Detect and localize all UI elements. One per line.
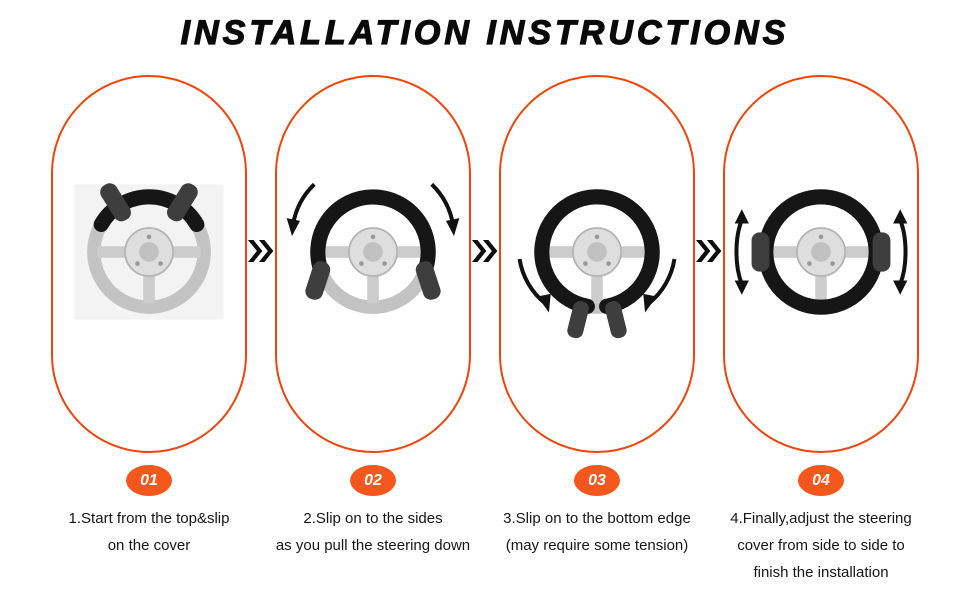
step-3-number-badge: 03 <box>574 465 620 496</box>
double-chevron-right-icon <box>248 240 274 262</box>
adjust-arrow-left <box>734 219 744 285</box>
step-number: 01 <box>140 471 158 489</box>
caption-line: 3.Slip on to the bottom edge <box>503 510 691 527</box>
caption-line: finish the installation <box>753 564 889 581</box>
cover-arc <box>93 189 205 232</box>
step-column-3: 03 3.Slip on to the bottom edge (may req… <box>498 75 696 559</box>
step-column-2: 02 2.Slip on to the sides as you pull th… <box>274 75 472 559</box>
step-separator-2 <box>472 240 498 262</box>
caption-line: cover from side to side to <box>737 537 905 554</box>
caption-line: as you pull the steering down <box>275 537 471 554</box>
steering-wheel-step-1-illustration <box>74 183 224 320</box>
step-2-frame <box>275 75 471 453</box>
step-4-frame <box>723 75 919 453</box>
step-1-number-badge: 01 <box>126 465 172 496</box>
caption-line: on the cover <box>107 537 191 554</box>
arrowhead <box>734 280 749 295</box>
double-chevron-right-icon <box>472 240 498 262</box>
caption-line: 4.Finally,adjust the steering <box>730 510 912 527</box>
step-number: 02 <box>364 471 382 489</box>
left-hand-icon <box>567 301 589 339</box>
arrowhead <box>537 293 551 313</box>
step-number: 03 <box>588 471 606 489</box>
cover-arc <box>534 189 660 314</box>
pull-down-arrow-left <box>290 182 316 226</box>
caption-line: (may require some tension) <box>505 537 689 554</box>
steering-wheel-step-2-illustration <box>286 182 460 314</box>
right-hand-icon <box>605 301 627 339</box>
left-hand-icon <box>305 261 331 300</box>
pull-down-arrow-right <box>430 182 456 226</box>
step-3-frame <box>499 75 695 453</box>
arrowhead <box>893 209 908 224</box>
step-2-number-badge: 02 <box>350 465 396 496</box>
step-2-caption: 2.Slip on to the sides as you pull the s… <box>252 505 494 559</box>
steering-wheel-step-3-illustration <box>517 189 677 339</box>
arrowhead <box>734 209 749 224</box>
step-4-caption: 4.Finally,adjust the steering cover from… <box>700 505 942 586</box>
step-1-frame <box>51 75 247 453</box>
cover-arc <box>310 189 436 279</box>
steering-wheel-step-4-illustration <box>734 189 908 315</box>
caption-line: 1.Start from the top&slip <box>68 510 230 527</box>
page-title: INSTALLATION INSTRUCTIONS <box>180 13 790 52</box>
step-number: 04 <box>812 471 830 489</box>
step-separator-3 <box>696 240 722 262</box>
right-hand-icon <box>872 232 891 272</box>
step-3-caption: 3.Slip on to the bottom edge (may requir… <box>476 505 718 559</box>
arrowhead <box>893 280 908 295</box>
arrowhead <box>445 218 460 236</box>
arrowhead <box>286 218 301 236</box>
adjust-arrow-right <box>898 219 908 285</box>
arrowhead <box>643 293 657 313</box>
right-hand-icon <box>415 261 441 300</box>
left-hand-icon <box>100 183 131 222</box>
double-chevron-right-icon <box>696 240 722 262</box>
step-column-4: 04 4.Finally,adjust the steering cover f… <box>722 75 920 586</box>
caption-line: 2.Slip on to the sides <box>303 510 443 527</box>
right-hand-icon <box>167 183 198 222</box>
step-1-caption: 1.Start from the top&slip on the cover <box>28 505 270 559</box>
step-column-1: 01 1.Start from the top&slip on the cove… <box>50 75 248 559</box>
left-hand-icon <box>751 232 770 272</box>
step-separator-1 <box>248 240 274 262</box>
steps-row: 01 1.Start from the top&slip on the cove… <box>0 75 970 586</box>
step-4-number-badge: 04 <box>798 465 844 496</box>
